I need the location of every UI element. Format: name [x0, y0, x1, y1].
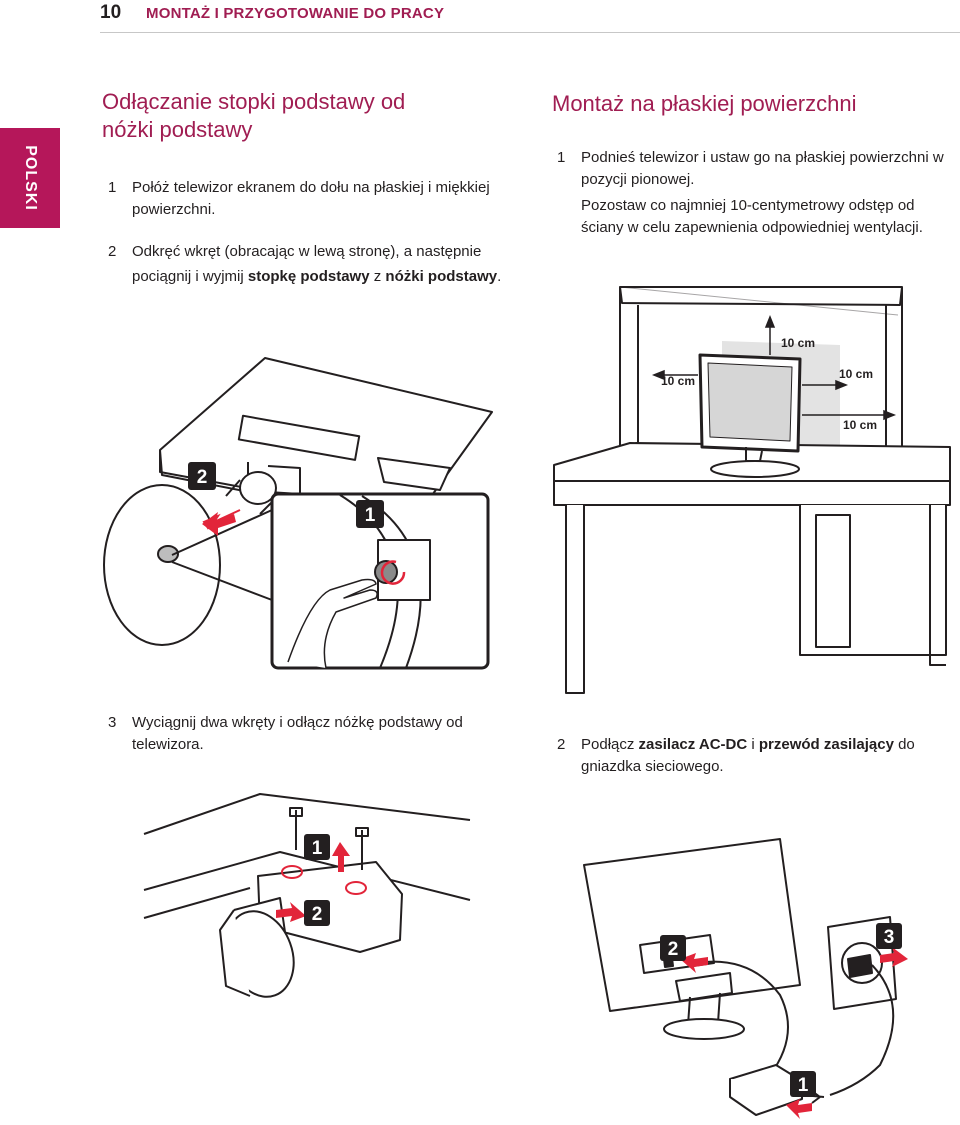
language-tab: POLSKI: [0, 128, 60, 228]
left-title-line2: nóżki podstawy: [102, 117, 253, 142]
badge-1-label: 1: [798, 1075, 809, 1096]
badge-2-label: 2: [668, 939, 679, 960]
clearance-left-label: 10 cm: [661, 374, 695, 388]
power-connection-illustration: 2 3 1: [583, 838, 908, 1119]
clearance-right-label: 10 cm: [839, 367, 873, 381]
badge-3-label: 3: [884, 927, 895, 948]
clearance-top-label: 10 cm: [781, 336, 815, 350]
right-step-1: 1 Podnieś telewizor i ustaw go na płaski…: [557, 147, 959, 239]
step-number: 1: [108, 179, 117, 196]
step-text: Odkręć wkręt (obracając w lewą stronę), …: [132, 243, 502, 285]
right-section-title: Montaż na płaskiej powierzchni: [552, 91, 857, 116]
left-step-3: 3 Wyciągnij dwa wkręty i odłącz nóżkę po…: [108, 712, 517, 756]
step-number: 2: [557, 736, 566, 753]
badge-1-label: 1: [312, 838, 323, 859]
badge-1: [356, 500, 384, 528]
bold-term-power-cord: przewód zasilający: [758, 736, 894, 753]
right-step-2: 2 Podłącz zasilacz AC-DC i przewód zasil…: [557, 734, 959, 778]
left-step-1: 1 Połóż telewizor ekranem do dołu na pła…: [108, 177, 512, 221]
left-section-title: Odłączanie stopki podstawy od nóżki pods…: [102, 88, 522, 144]
badge-1-label: 1: [365, 505, 376, 526]
clearance-back-label: 10 cm: [843, 418, 877, 432]
badge-2: [188, 462, 216, 490]
badge-2-label: 2: [197, 467, 208, 488]
step-number: 1: [557, 149, 566, 166]
badge-1: [304, 834, 330, 860]
step-text-note: Pozostaw co najmniej 10-centymetrowy ods…: [581, 197, 923, 236]
stand-removal-illustration: 2 1: [103, 357, 493, 670]
step-text: Wyciągnij dwa wkręty i odłącz nóżkę pods…: [132, 714, 463, 753]
badge-2-label: 2: [312, 904, 323, 925]
step-text: Podłącz zasilacz AC-DC i przewód zasilaj…: [581, 736, 915, 775]
badge-3: [876, 923, 902, 949]
header-divider: [100, 32, 960, 33]
screws-illustration: 1 2: [143, 793, 471, 998]
left-title-line1: Odłączanie stopki podstawy od: [102, 89, 406, 114]
step-number: 2: [108, 243, 117, 260]
clearance-illustration: 10 cm 10 cm 10 cm 10 cm: [553, 286, 951, 694]
left-step-2: 2 Odkręć wkręt (obracając w lewą stronę)…: [108, 239, 517, 289]
badge-2: [660, 935, 686, 961]
badge-2: [304, 900, 330, 926]
bold-term-stand-base: stopkę podstawy: [247, 268, 370, 285]
step-number: 3: [108, 714, 117, 731]
page-header: 10 MONTAŻ I PRZYGOTOWANIE DO PRACY: [0, 0, 960, 36]
bold-term-stand-body: nóżki podstawy: [385, 268, 498, 285]
step-text: Połóż telewizor ekranem do dołu na płask…: [132, 179, 490, 218]
step-text: Podnieś telewizor i ustaw go na płaskiej…: [581, 149, 944, 188]
language-label: POLSKI: [22, 145, 39, 211]
chapter-title: MONTAŻ I PRZYGOTOWANIE DO PRACY: [146, 5, 445, 22]
badge-1: [790, 1071, 816, 1097]
bold-term-adapter: zasilacz AC-DC: [638, 736, 748, 753]
page-number: 10: [100, 2, 122, 23]
